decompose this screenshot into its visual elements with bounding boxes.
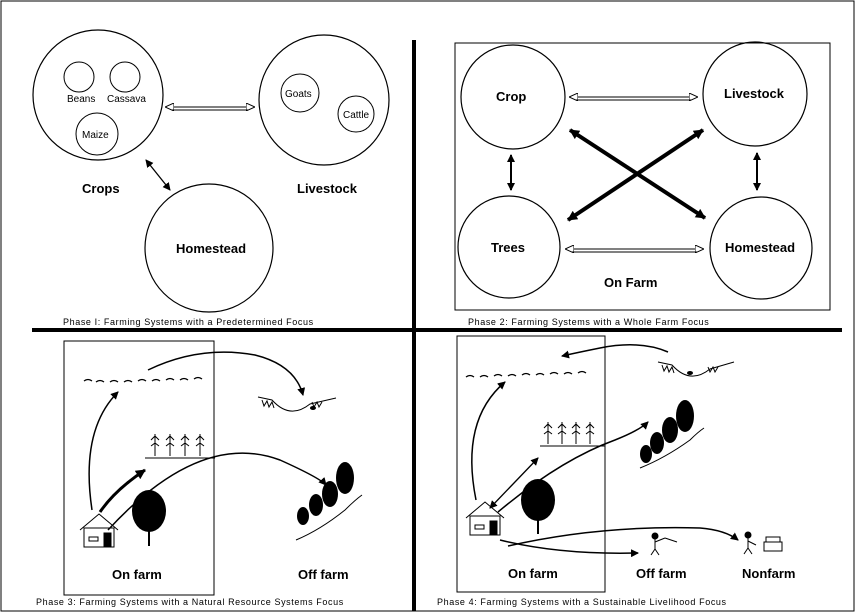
beans-label: Beans bbox=[67, 94, 95, 105]
livestock-label: Livestock bbox=[297, 181, 358, 196]
off-farm-label-4: Off farm bbox=[636, 566, 687, 581]
gully-icon-4 bbox=[657, 361, 735, 377]
tree-icon-4 bbox=[521, 479, 555, 534]
phase1-panel: Beans Cassava Maize Crops Goats Cattle L… bbox=[32, 29, 390, 327]
on-farm-box-4 bbox=[456, 335, 606, 593]
tree-icon bbox=[132, 490, 166, 546]
crop-rows-icon-4 bbox=[540, 422, 605, 447]
trees-circle bbox=[457, 195, 561, 299]
house-to-seeds-arrow bbox=[88, 391, 119, 511]
crop-label: Crop bbox=[496, 89, 526, 104]
homestead-circle bbox=[144, 183, 274, 313]
forest-hill-icon bbox=[295, 462, 363, 541]
homestead2-circle bbox=[709, 196, 813, 300]
house-to-forest-arrow bbox=[497, 421, 649, 513]
crop-rows-icon bbox=[145, 434, 215, 459]
phase3-caption: Phase 3: Farming Systems with a Natural … bbox=[36, 597, 344, 607]
homestead-label: Homestead bbox=[176, 241, 246, 256]
cassava-circle bbox=[109, 61, 141, 93]
livestock2-label: Livestock bbox=[724, 86, 785, 101]
phase4-panel: On farm Off farm Nonfarm Phase 4: Farmin… bbox=[437, 335, 795, 607]
maize-circle bbox=[75, 112, 119, 156]
phase4-caption: Phase 4: Farming Systems with a Sustaina… bbox=[437, 597, 727, 607]
maize-label: Maize bbox=[82, 130, 109, 141]
livestock-circle bbox=[258, 34, 390, 166]
on-farm-label: On Farm bbox=[604, 275, 657, 290]
gully-to-farm-arrow bbox=[561, 344, 669, 359]
house-icon bbox=[79, 513, 119, 548]
homestead2-label: Homestead bbox=[725, 240, 795, 255]
house-to-nonfarm-arrow bbox=[507, 526, 739, 547]
livestock2-circle bbox=[702, 41, 808, 147]
house-to-crops-arrow bbox=[98, 468, 146, 513]
crops-homestead-arrow bbox=[145, 159, 171, 191]
seed-row-icon bbox=[83, 376, 203, 383]
livestock-trees-arrow bbox=[566, 128, 705, 222]
phase1-caption: Phase I: Farming Systems with a Predeter… bbox=[63, 317, 314, 327]
gully-icon bbox=[257, 396, 337, 412]
nonfarm-label: Nonfarm bbox=[742, 566, 795, 581]
off-farm-label-3: Off farm bbox=[298, 567, 349, 582]
cassava-label: Cassava bbox=[107, 94, 146, 105]
seed-row-icon-4 bbox=[465, 370, 587, 378]
house-icon-4 bbox=[465, 501, 505, 536]
cattle-label: Cattle bbox=[343, 110, 370, 121]
beans-circle bbox=[63, 61, 95, 93]
goats-label: Goats bbox=[285, 89, 312, 100]
farm-to-gully-arrow bbox=[147, 351, 306, 396]
crop-circle bbox=[460, 44, 566, 150]
house-crops-arrow bbox=[489, 457, 539, 509]
on-farm-box bbox=[454, 42, 831, 311]
house-to-seeds-arrow-4 bbox=[471, 381, 506, 501]
forest-hill-icon-4 bbox=[639, 400, 705, 469]
on-farm-label-3: On farm bbox=[112, 567, 162, 582]
on-farm-box-3 bbox=[63, 340, 215, 596]
nonfarm-worker-icon bbox=[743, 531, 783, 555]
phase3-panel: On farm Off farm Phase 3: Farming System… bbox=[36, 340, 363, 607]
phase2-panel: Crop Livestock Trees Homestead On Farm P… bbox=[454, 41, 831, 327]
farm-to-forest-arrow bbox=[107, 452, 327, 531]
goats-circle bbox=[280, 73, 320, 113]
house-to-offfarm-arrow bbox=[499, 539, 639, 558]
trees-label: Trees bbox=[491, 240, 525, 255]
phase2-caption: Phase 2: Farming Systems with a Whole Fa… bbox=[468, 317, 709, 327]
farmer-figure-icon bbox=[650, 532, 678, 556]
crops-label: Crops bbox=[82, 181, 120, 196]
crops-circle bbox=[32, 29, 164, 161]
cattle-circle bbox=[337, 95, 375, 133]
on-farm-label-4: On farm bbox=[508, 566, 558, 581]
